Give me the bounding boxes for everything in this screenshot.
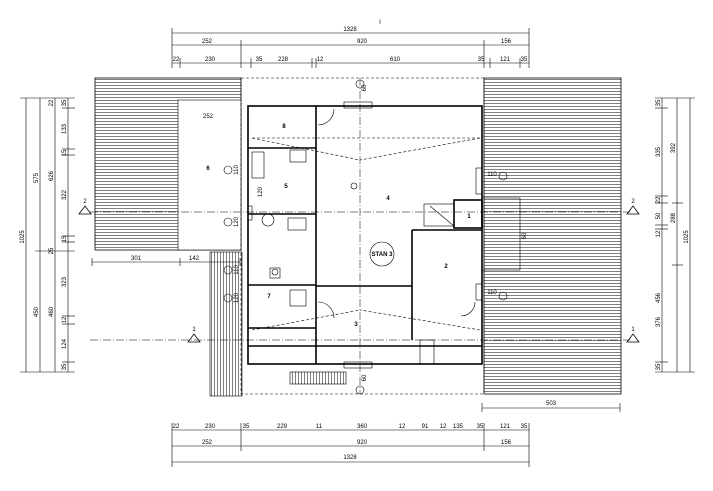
dim-left-h-1: 301 [131, 256, 142, 262]
top-marker: I [379, 20, 381, 26]
dim-bot-r1-9: 12 [440, 424, 447, 430]
apartment-label: STAN 3 [372, 252, 394, 258]
dim-top-r3-7: 35 [478, 57, 485, 63]
window-labels: 110 120 110 120 60 110 60 110 60 120 [223, 84, 528, 381]
dim-left-c2-1: 575 [34, 172, 40, 183]
room-2: 2 [444, 264, 448, 270]
window-label-1: 110 [234, 165, 240, 175]
dim-bot-r1-2: 230 [205, 424, 216, 430]
bottom-dimension-chains: 22 230 35 229 11 360 12 91 12 135 35 121… [171, 401, 621, 467]
window-label-5: 60 [362, 84, 368, 91]
dim-top-r3-3: 35 [256, 57, 263, 63]
dim-top-r3-2: 230 [205, 57, 216, 63]
dim-top-r3-8: 121 [500, 57, 511, 63]
dim-top-overall: 1328 [343, 27, 357, 33]
dim-right-c2-3: 376 [656, 316, 662, 327]
section-right-2: 2 [631, 199, 635, 205]
window-label-8: 110 [487, 290, 497, 296]
dim-left-h-2: 142 [189, 256, 200, 262]
dim-bot-r1-3: 35 [243, 424, 250, 430]
dim-top-r3-5: 12 [317, 57, 324, 63]
dim-bot-overall: 1328 [343, 455, 357, 461]
window-label-2: 120 [234, 216, 240, 227]
dim-left-c4-1: 35 [62, 99, 68, 106]
dim-top-r2-3: 156 [501, 39, 512, 45]
window-label-3: 110 [234, 265, 240, 275]
dim-left-overall: 1025 [20, 230, 26, 244]
left-dimension-chains: 1025 575 450 22 626 25 460 35 133 15 322… [20, 97, 241, 373]
dim-top-r2-2: 920 [357, 39, 368, 45]
window-label-6: 110 [487, 172, 497, 178]
dim-left-c4-6: 323 [62, 276, 68, 287]
dim-right-c3-7: 35 [656, 363, 662, 370]
room-4: 4 [386, 196, 390, 202]
dim-left-c4-8: 124 [62, 338, 68, 349]
dim-bot-r1-11: 35 [477, 424, 484, 430]
dim-right-overall: 1025 [684, 230, 690, 244]
room-5: 5 [284, 184, 288, 190]
dim-right-c3-4: 50 [656, 212, 662, 219]
dim-bot-r1-12: 121 [500, 424, 511, 430]
section-right-1: 1 [631, 327, 635, 333]
dim-left-c3-3: 25 [49, 247, 55, 254]
dim-left-c3-1: 22 [49, 99, 55, 106]
section-markers: 2 2 1 1 [78, 199, 640, 343]
dim-top-inner: 252 [203, 114, 214, 120]
dim-bot-r2-2: 920 [357, 440, 368, 446]
dim-bot-r1-10: 135 [453, 424, 464, 430]
section-left-1: 1 [192, 327, 196, 333]
dim-left-c4-4: 322 [62, 189, 68, 200]
dim-left-c4-7: 12 [62, 316, 68, 323]
dim-right-c2-2: 288 [671, 212, 677, 223]
dim-left-c2-2: 450 [34, 306, 40, 317]
dim-left-c4-5: 15 [62, 235, 68, 242]
window-label-7: 60 [522, 232, 528, 239]
dim-right-c3-1: 35 [656, 99, 662, 106]
dim-bot-r1-4: 229 [277, 424, 288, 430]
room-6: 6 [206, 166, 210, 172]
dim-bot-r1-6: 360 [357, 424, 368, 430]
room-7: 7 [267, 294, 271, 300]
top-dimension-chains: 1328 252 920 156 22 230 35 228 12 610 35… [171, 27, 530, 68]
dim-bot-r1-8: 91 [422, 424, 429, 430]
right-dimension-chains: 1025 392 288 376 35 335 22 50 12 456 35 [655, 97, 695, 373]
window-label-10: 120 [258, 186, 264, 197]
dim-top-r3-1: 22 [173, 57, 180, 63]
dim-bot-extra: 503 [546, 401, 557, 407]
dim-bot-r1-7: 12 [399, 424, 406, 430]
window-label-9: 60 [362, 374, 368, 381]
dim-left-c4-3: 15 [62, 149, 68, 156]
window-label-4: 120 [234, 292, 240, 303]
room-1: 1 [467, 214, 471, 220]
dim-right-c3-3: 22 [656, 196, 662, 203]
dim-left-c4-9: 35 [62, 363, 68, 370]
dim-bot-r2-3: 156 [501, 440, 512, 446]
dim-right-c2-1: 392 [671, 142, 677, 153]
dim-top-r3-4: 228 [278, 57, 289, 63]
room-3: 3 [354, 322, 358, 328]
walls [90, 77, 630, 395]
dim-top-r2-1: 252 [202, 39, 213, 45]
dim-top-r3-6: 610 [390, 57, 401, 63]
section-left-2: 2 [83, 199, 87, 205]
dim-bot-r1-1: 22 [173, 424, 180, 430]
dim-bot-r1-13: 35 [521, 424, 528, 430]
dim-left-c3-2: 626 [49, 170, 55, 181]
dim-bot-r2-1: 252 [202, 440, 213, 446]
dim-left-c4-2: 133 [62, 123, 68, 134]
dim-left-c3-4: 460 [49, 306, 55, 317]
dim-bot-r1-5: 11 [316, 424, 323, 430]
dim-right-c3-2: 335 [656, 146, 662, 157]
dim-right-c3-6: 456 [656, 292, 662, 303]
dim-top-r3-9: 35 [521, 57, 528, 63]
room-8: 8 [282, 124, 286, 130]
room-labels: 1 2 3 4 5 6 7 8 [206, 124, 471, 328]
roof-hatching [94, 77, 622, 397]
dim-right-c3-5: 12 [656, 230, 662, 237]
